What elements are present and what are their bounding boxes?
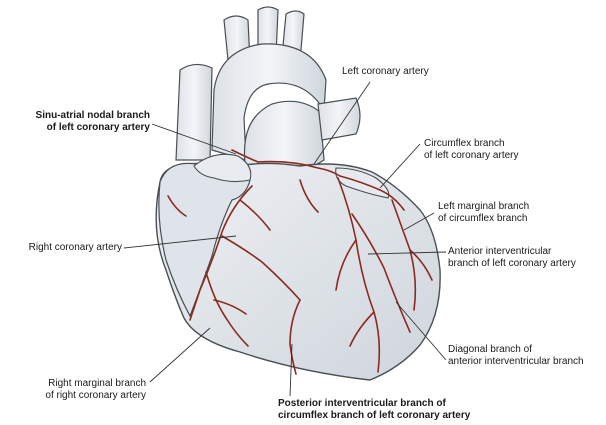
anterior-interventricular-artery: [337, 177, 381, 373]
label-left-marginal-branch: Left marginal branch of circumflex branc…: [438, 201, 530, 224]
superior-vena-cava: [175, 63, 213, 161]
leader-circumflex: [379, 143, 421, 189]
great-vessels: [175, 6, 361, 177]
leader-left-marginal: [403, 212, 435, 231]
leader-sinu-atrial: [151, 123, 237, 155]
leader-left-coronary: [313, 81, 371, 165]
leader-anterior-interventricular: [367, 251, 447, 255]
leader-right-marginal: [149, 327, 211, 383]
diagonal-artery: [351, 213, 411, 333]
left-coronary-main: [257, 160, 341, 177]
right-coronary-main: [189, 185, 253, 321]
left-pulmonary-artery: [317, 97, 361, 141]
label-diagonal-branch: Diagonal branch of anterior interventric…: [448, 344, 584, 367]
label-sinu-atrial-nodal-branch: Sinu-atrial nodal branch of left coronar…: [35, 110, 150, 133]
leader-diagonal: [395, 301, 447, 361]
leader-posterior-interventricular: [289, 343, 293, 397]
label-posterior-interventricular-branch: Posterior interventricular branch of cir…: [278, 398, 471, 421]
sinu-atrial-branch: [231, 149, 259, 163]
right-marginal-artery: [205, 271, 249, 347]
coronary-arteries: [167, 149, 433, 375]
right-auricle: [193, 153, 252, 183]
posterior-interventricular-artery: [289, 299, 301, 375]
label-anterior-interventricular-branch: Anterior interventricular branch of left…: [448, 246, 576, 269]
label-circumflex-branch: Circumflex branch of left coronary arter…: [424, 138, 519, 161]
label-right-coronary-artery: Right coronary artery: [28, 242, 122, 253]
label-left-coronary-artery: Left coronary artery: [342, 66, 429, 77]
label-right-marginal-branch: Right marginal branch of right coronary …: [45, 378, 146, 401]
leader-right-coronary: [123, 235, 237, 249]
aortic-arch: [211, 43, 327, 161]
circumflex-artery: [339, 175, 405, 211]
leader-lines: [123, 81, 447, 397]
